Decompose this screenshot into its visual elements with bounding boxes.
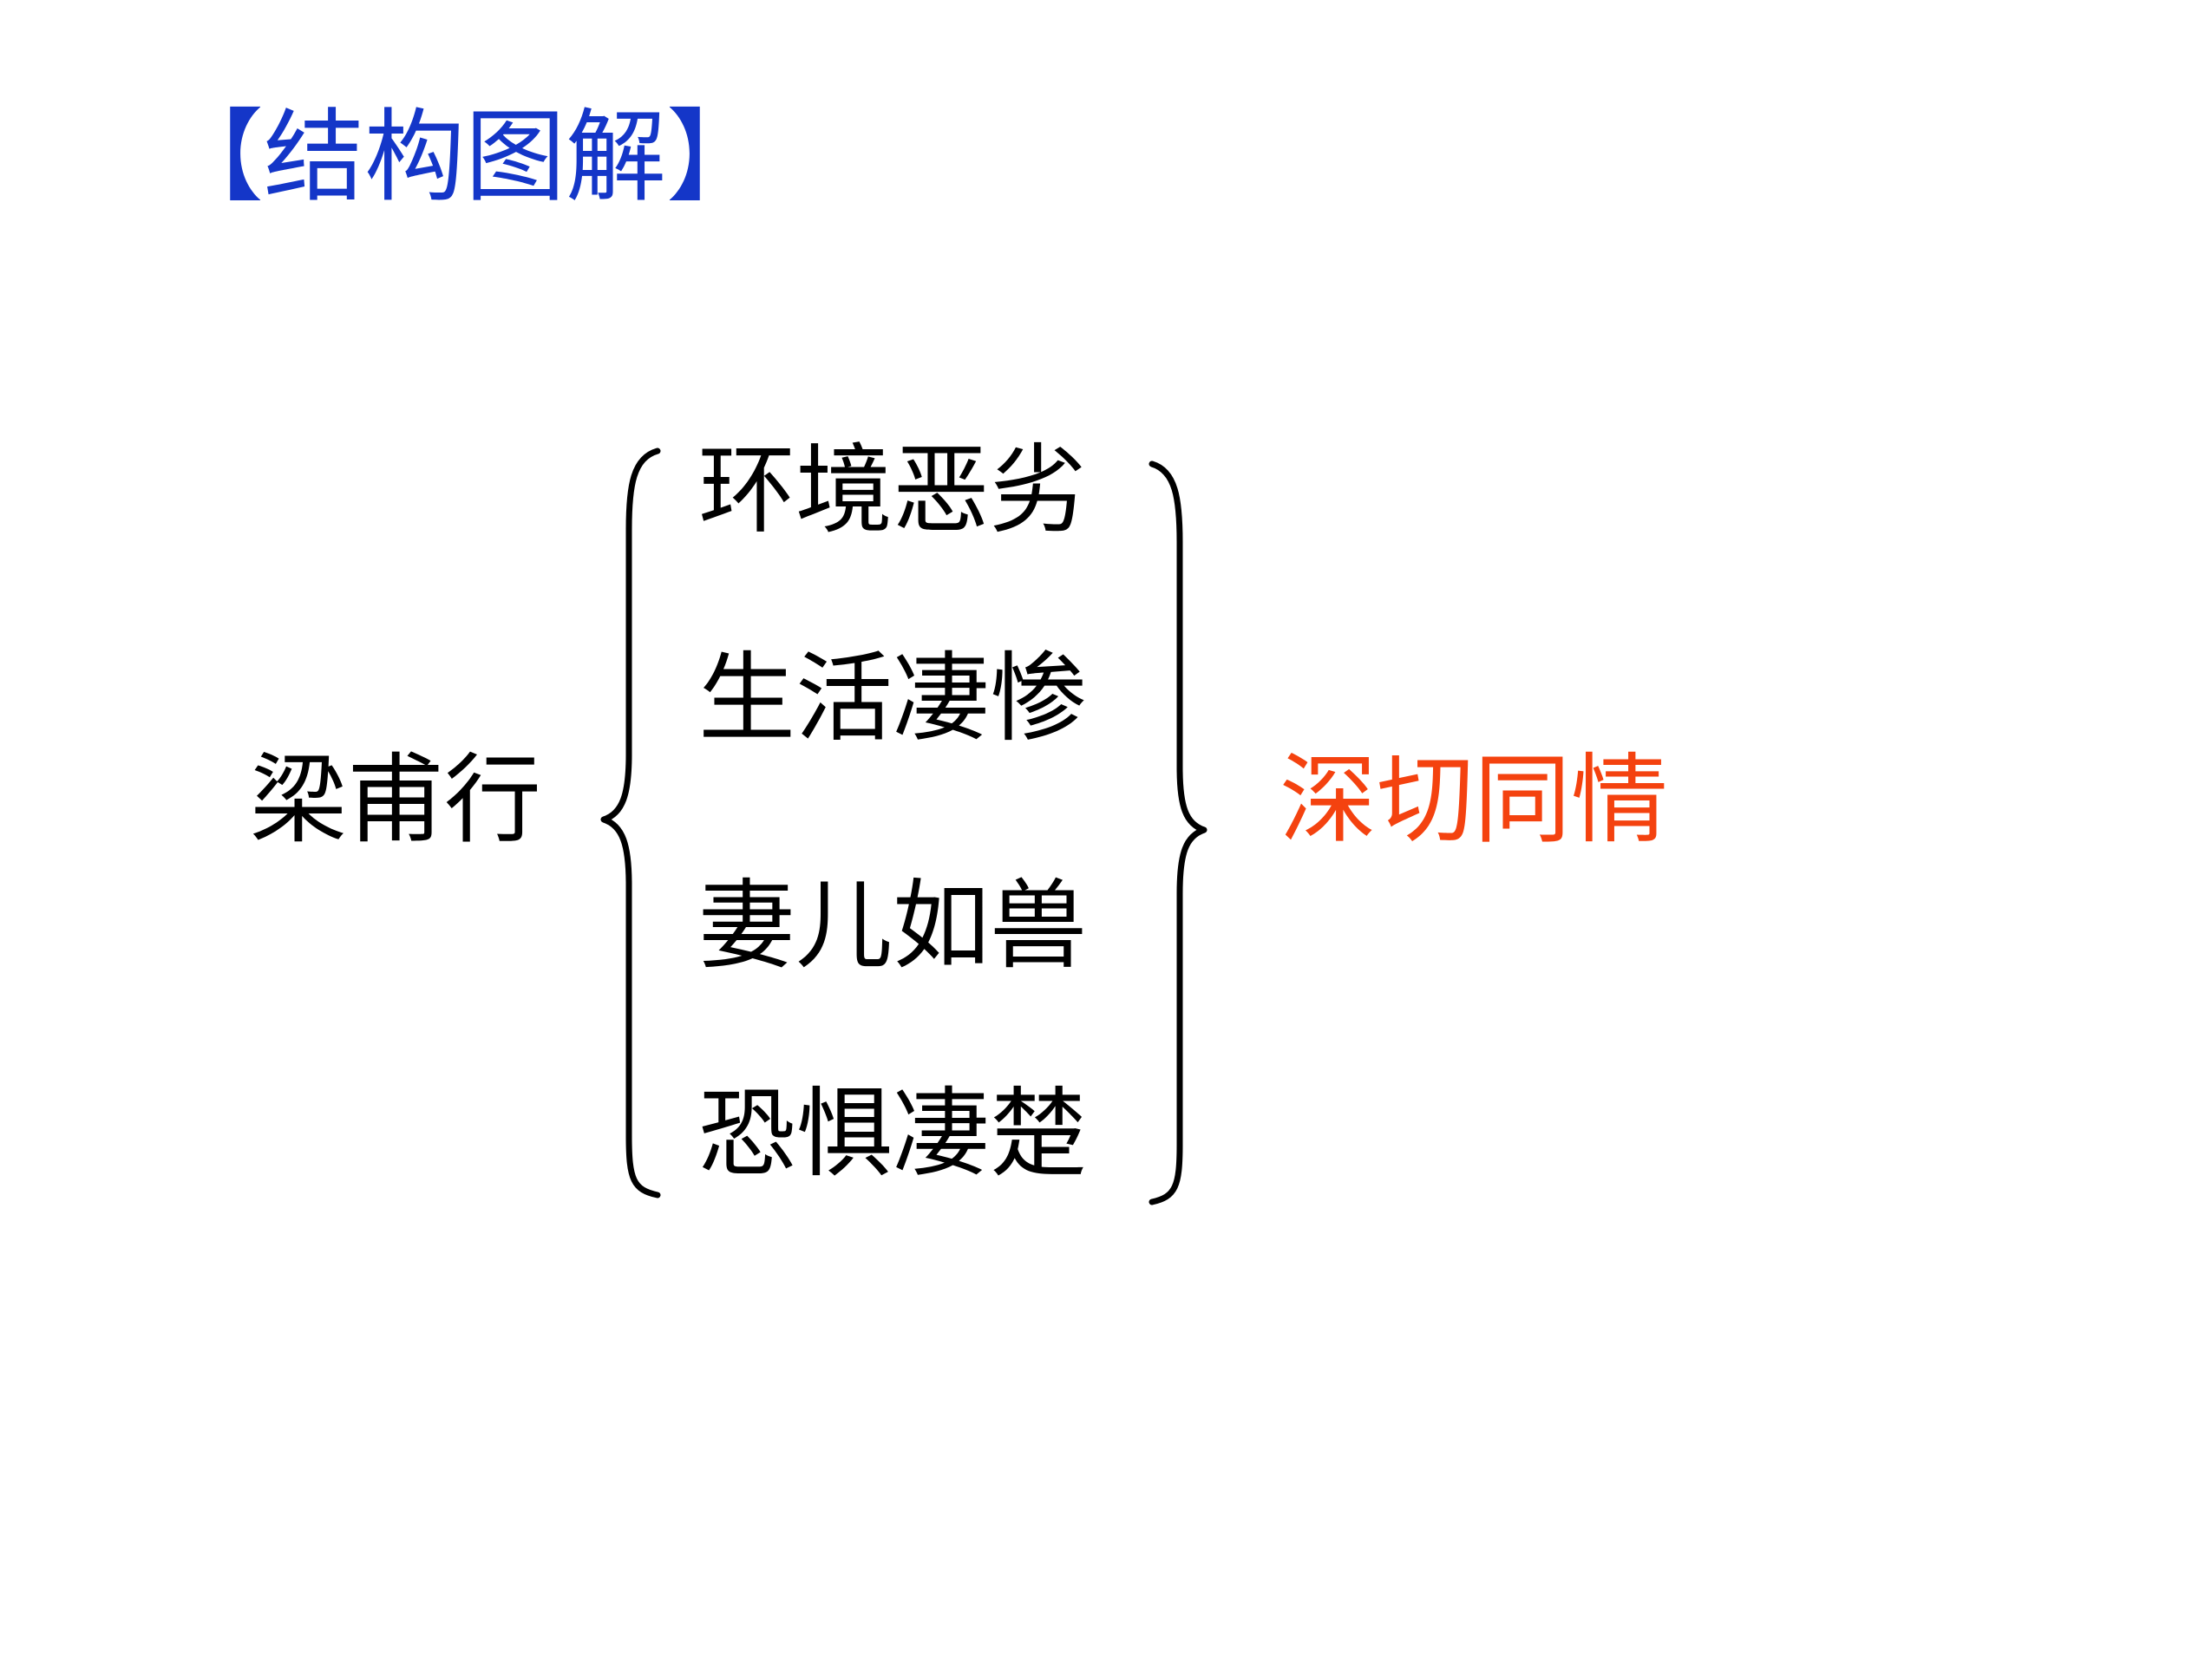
slide-title: 【结构图解】 [163,99,767,216]
diagram-item-2: 生活凄惨 [698,643,1087,755]
diagram-root-label: 梁甫行 [250,744,541,857]
right-curly-brace [1149,460,1207,1205]
left-curly-brace [600,447,661,1199]
diagram-conclusion-label: 深切同情 [1279,744,1668,857]
diagram-item-4: 恐惧凄楚 [698,1078,1087,1191]
diagram-item-1: 环境恶劣 [698,434,1087,547]
diagram-item-3: 妻儿如兽 [698,870,1087,983]
